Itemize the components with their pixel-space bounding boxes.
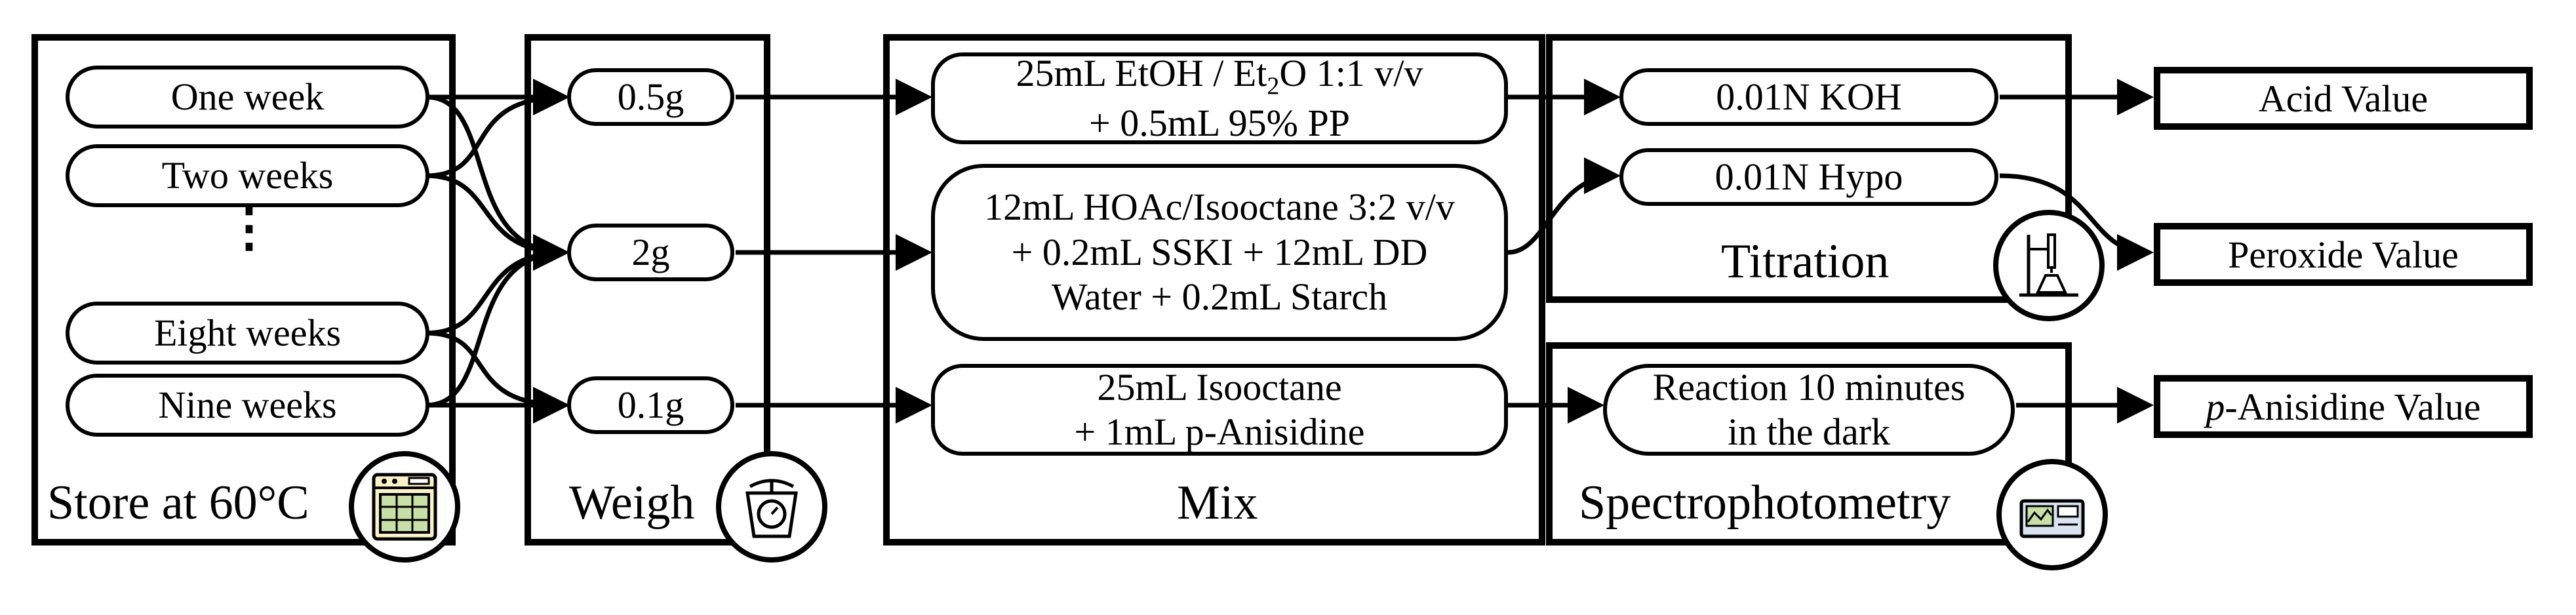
scale-icon bbox=[745, 479, 798, 538]
titrant-koh: 0.01N KOH bbox=[1619, 68, 1998, 126]
mix-stage bbox=[883, 34, 1545, 546]
store-one-week: One week bbox=[66, 66, 429, 129]
mix-peroxide-value-reagent: 12mL HOAc/Isooctane 3:2 v/v + 0.2mL SSKI… bbox=[931, 164, 1508, 341]
titration-label: Titration bbox=[1721, 235, 1890, 288]
edge-hypo-peroxide bbox=[1999, 173, 2154, 271]
mix-acid-value-reagent: 25mL EtOH / Et2O 1:1 v/v + 0.5mL 95% PP bbox=[931, 52, 1508, 144]
oven-icon bbox=[372, 473, 437, 541]
titration-badge bbox=[1993, 210, 2105, 321]
store-stage bbox=[31, 34, 456, 546]
store-label: Store at 60°C bbox=[47, 476, 309, 530]
titration-apparatus-icon bbox=[2019, 233, 2078, 297]
anisidine-value-result: p-Anisidine Value bbox=[2154, 375, 2533, 438]
titration-stage bbox=[1546, 34, 2072, 303]
spectrophotometer-badge bbox=[1996, 459, 2108, 570]
scale-badge bbox=[716, 451, 827, 563]
peroxide-value-result: Peroxide Value bbox=[2154, 223, 2533, 286]
titrant-hypo: 0.01N Hypo bbox=[1619, 148, 1998, 206]
store-nine-weeks: Nine weeks bbox=[66, 374, 429, 437]
weigh-stage bbox=[525, 34, 770, 546]
weight-0.1g: 0.1g bbox=[567, 376, 734, 434]
weigh-label: Weigh bbox=[569, 476, 695, 530]
spectrophotometry-stage bbox=[1546, 342, 2072, 546]
mix-label: Mix bbox=[1177, 476, 1258, 530]
reaction-in-dark: Reaction 10 minutes in the dark bbox=[1603, 364, 2015, 456]
store-eight-weeks: Eight weeks bbox=[66, 302, 429, 365]
store-two-weeks: Two weeks bbox=[66, 144, 429, 207]
weight-2g: 2g bbox=[567, 224, 734, 281]
oven-badge bbox=[349, 451, 460, 563]
spectrophotometer-icon bbox=[2019, 499, 2085, 538]
spectrophotometry-label: Spectrophotometry bbox=[1579, 476, 1951, 530]
mix-anisidine-value-reagent: 25mL Isooctane + 1mL p-Anisidine bbox=[931, 364, 1508, 456]
ellipsis: ⋮ bbox=[223, 199, 275, 257]
weight-0.5g: 0.5g bbox=[567, 68, 734, 126]
acid-value-result: Acid Value bbox=[2154, 67, 2533, 130]
edge-peroxmix-hypo bbox=[1507, 157, 1621, 255]
